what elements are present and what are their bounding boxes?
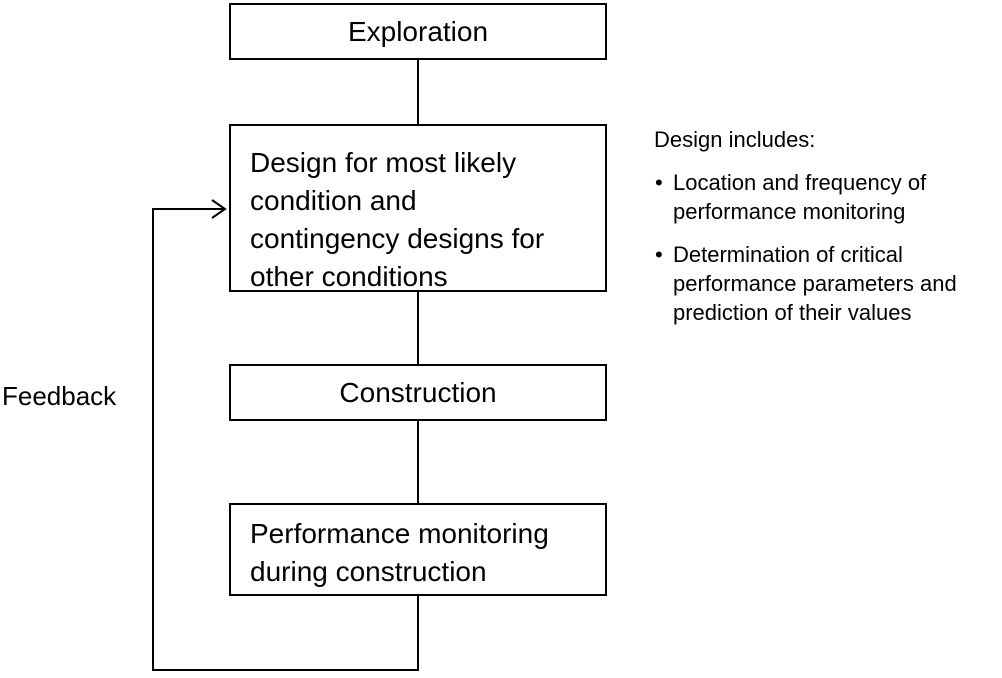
notes-item: • Determination of critical performance … — [654, 240, 1000, 327]
notes-item-2-line-2: performance parameters and — [673, 271, 957, 296]
design-box: Design for most likely condition and con… — [229, 124, 607, 292]
monitoring-label-line-1: Performance monitoring — [250, 518, 549, 549]
design-label-line-3: contingency designs for — [250, 223, 545, 254]
notes-item-2-line-3: prediction of their values — [673, 300, 912, 325]
design-label-line-1: Design for most likely — [250, 147, 517, 178]
feedback-label: Feedback — [2, 381, 117, 411]
notes-list: • Location and frequency of performance … — [654, 168, 1000, 327]
bullet-icon: • — [655, 170, 663, 195]
notes-item-2-line-1: Determination of critical — [673, 242, 903, 267]
bullet-icon: • — [655, 242, 663, 267]
performance-monitoring-box: Performance monitoring during constructi… — [229, 503, 607, 596]
design-notes: Design includes: • Location and frequenc… — [654, 125, 1000, 341]
feedback-arrowhead — [211, 199, 227, 219]
notes-item-1-line-2: performance monitoring — [673, 199, 906, 224]
notes-item: • Location and frequency of performance … — [654, 168, 1000, 226]
construction-box: Construction — [229, 364, 607, 421]
notes-item-1-line-1: Location and frequency of — [673, 170, 927, 195]
exploration-label: Exploration — [347, 15, 489, 47]
monitoring-label-line-2: during construction — [250, 556, 487, 587]
construction-label: Construction — [339, 376, 497, 408]
exploration-box: Exploration — [229, 3, 607, 60]
design-label-line-4: other conditions — [250, 261, 448, 292]
feedback-loop-line — [152, 208, 419, 671]
design-label-line-2: condition and — [250, 185, 417, 216]
notes-title: Design includes: — [654, 127, 816, 152]
